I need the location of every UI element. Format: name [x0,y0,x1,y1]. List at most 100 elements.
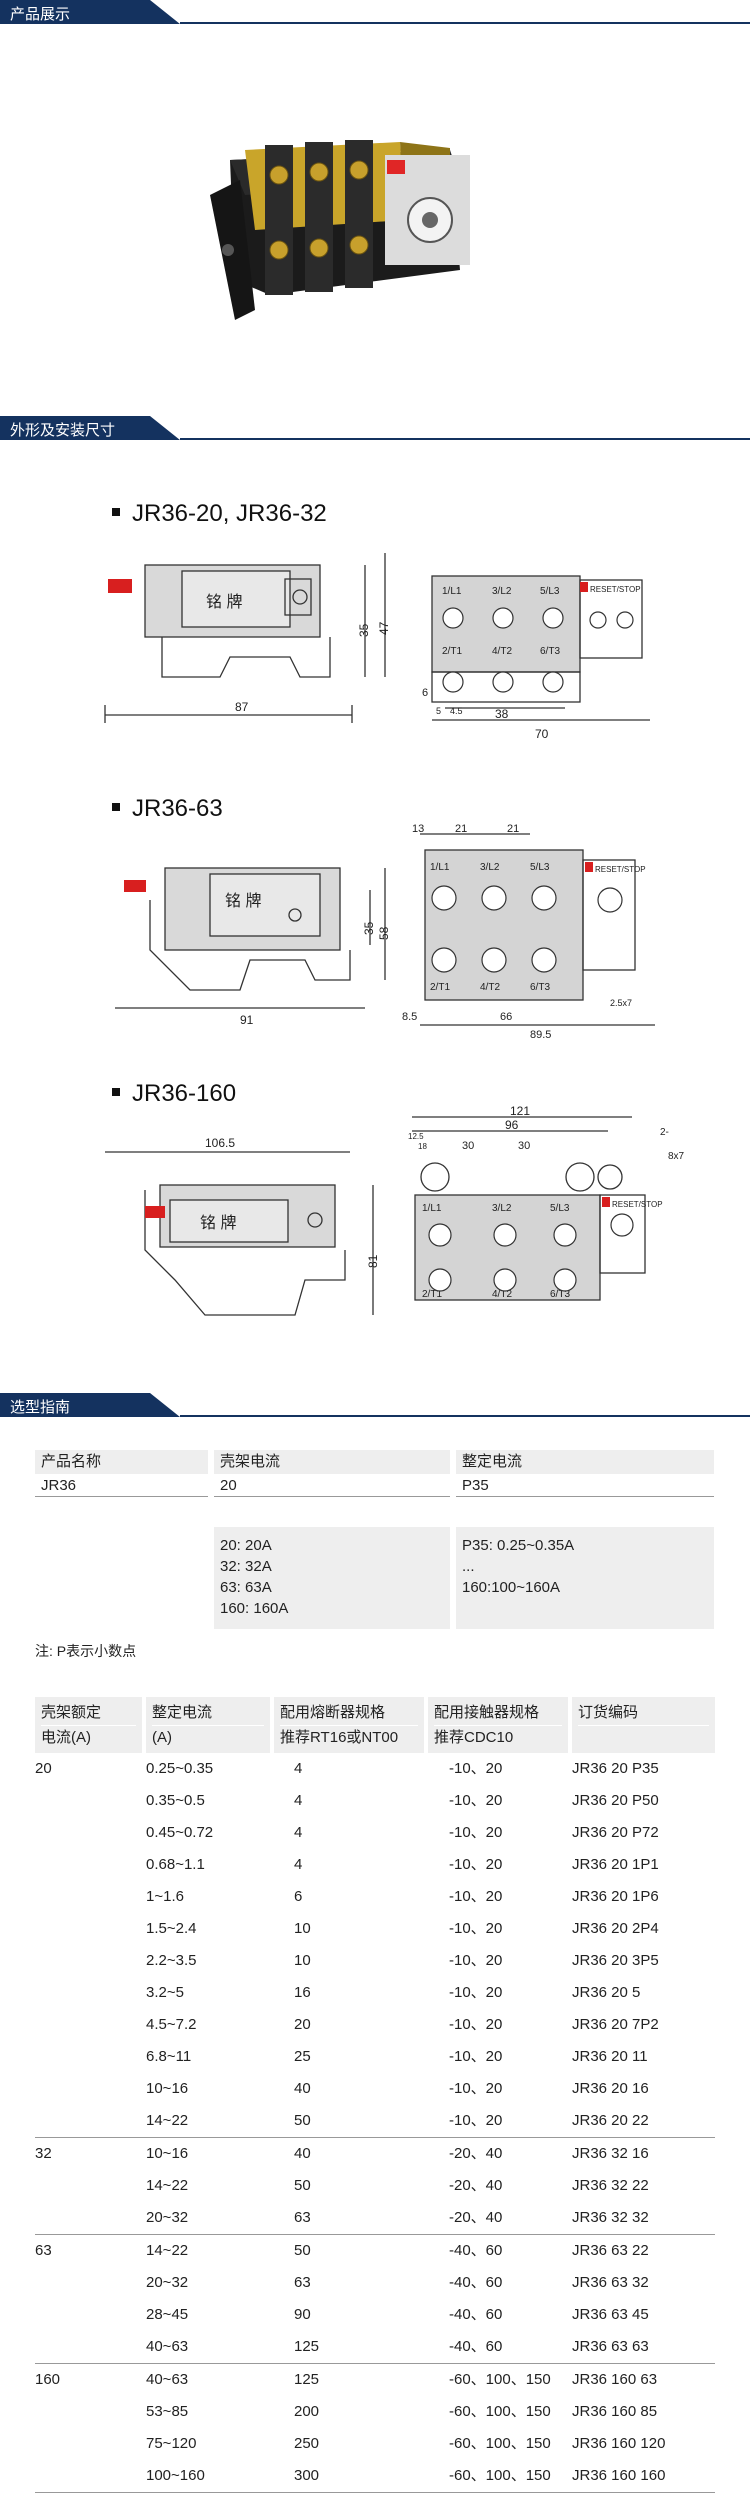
cell-fuse: 125 [294,2338,320,2355]
cell-order-code: JR36 160 120 [572,2435,666,2452]
dim-81: 81 [366,1254,380,1268]
dim-87: 87 [235,700,249,714]
cell-frame: 32 [35,2145,52,2162]
setting-options-box: P35: 0.25~0.35A ... 160:100~160A [456,1527,714,1629]
terminal-label: 3/L2 [492,586,512,597]
cell-fuse: 63 [294,2274,311,2291]
cell-fuse: 40 [294,2080,311,2097]
terminal-label: 2/T1 [430,982,450,993]
cell-setting-current: 1.5~2.4 [146,1920,197,1937]
cell-setting-current: 3.2~5 [146,1984,184,2001]
cell-contactor: -10、20 [449,1952,503,1969]
cell-contactor: -40、60 [449,2274,503,2291]
cell-order-code: JR36 160 85 [572,2403,658,2420]
cell-fuse: 50 [294,2242,311,2259]
cell-fuse: 25 [294,2048,311,2065]
cell-frame: 20 [35,1760,52,1777]
model-title-text: JR36-63 [132,795,223,822]
section-header-selection: 选型指南 [0,1393,750,1417]
group-separator [35,2137,715,2138]
model-title-jr36-20-32: JR36-20, JR36-32 [112,500,327,528]
model-title-jr36-63: JR36-63 [112,795,223,823]
cell-setting-current: 0.35~0.5 [146,1792,205,1809]
terminal-label: 2/T1 [442,646,462,657]
cell-setting-current: 0.45~0.72 [146,1824,214,1841]
cell-contactor: -10、20 [449,1824,503,1841]
col-header-line: 配用接触器规格 [434,1704,540,1721]
sel-header-setting: 整定电流 [456,1450,714,1474]
dim-47: 47 [377,621,391,635]
cell-fuse: 250 [294,2435,320,2452]
dim-66: 66 [500,1011,512,1023]
col-header-contactor: 配用接触器规格推荐CDC10 [428,1697,568,1753]
cell-setting-current: 14~22 [146,2242,189,2259]
cell-fuse: 6 [294,1888,303,1905]
dim-21: 21 [455,823,467,835]
terminal-label: 2/T1 [422,1289,442,1300]
cell-contactor: -10、20 [449,2080,503,2097]
dim-89-5: 89.5 [530,1029,551,1040]
cell-order-code: JR36 32 22 [572,2177,649,2194]
cell-fuse: 4 [294,1824,303,1841]
cell-setting-current: 2.2~3.5 [146,1952,197,1969]
dim-35: 35 [362,921,376,935]
col-header-line: 订货编码 [578,1704,639,1721]
nameplate-label: 铭 牌 [206,593,242,611]
product-photo [210,140,470,320]
terminal-label: 5/L3 [540,586,560,597]
cell-contactor: -10、20 [449,1984,503,2001]
cell-order-code: JR36 20 3P5 [572,1952,659,1969]
model-title-text: JR36-160 [132,1080,237,1107]
sel-value-setting: P35 [456,1475,714,1497]
dim-4-5: 4.5 [450,706,463,716]
cell-order-code: JR36 20 2P4 [572,1920,659,1937]
cell-contactor: -20、40 [449,2145,503,2162]
cell-setting-current: 10~16 [146,2145,189,2162]
cell-contactor: -60、100、150 [449,2435,551,2452]
col-header-line: 整定电流 [152,1704,213,1721]
cell-setting-current: 75~120 [146,2435,197,2452]
cell-order-code: JR36 20 16 [572,2080,649,2097]
dim-96: 96 [505,1118,519,1132]
cell-fuse: 20 [294,2016,311,2033]
terminal-label: 6/T3 [540,646,560,657]
col-header-line: 推荐RT16或NT00 [280,1725,418,1750]
order-table: 壳架额定电流(A) 整定电流(A) 配用熔断器规格推荐RT16或NT00 配用接… [35,1697,715,2493]
dim-121: 121 [510,1105,530,1118]
cell-order-code: JR36 20 P35 [572,1760,659,1777]
cell-contactor: -60、100、150 [449,2371,551,2388]
cell-order-code: JR36 20 1P6 [572,1888,659,1905]
cell-order-code: JR36 20 7P2 [572,2016,659,2033]
dimension-drawing-side-2: 铭 牌 91 35 58 [115,867,391,1027]
cell-order-code: JR36 20 11 [572,2048,648,2065]
cell-order-code: JR36 20 1P1 [572,1856,659,1873]
cell-order-code: JR36 20 P72 [572,1824,659,1841]
cell-setting-current: 14~22 [146,2177,189,2194]
dim-13: 13 [412,823,424,835]
cell-order-code: JR36 160 63 [572,2371,658,2388]
frame-option: 32: 32A [220,1558,272,1575]
col-header-line: (A) [152,1725,264,1750]
cell-setting-current: 40~63 [146,2338,189,2355]
dim-30: 30 [462,1140,474,1152]
cell-setting-current: 100~160 [146,2467,205,2484]
group-separator [35,2492,715,2493]
terminal-label: 1/L1 [430,862,450,873]
reset-label: RESET/STOP [612,1200,663,1209]
cell-setting-current: 14~22 [146,2112,189,2129]
cell-setting-current: 20~32 [146,2274,189,2291]
section-header-display: 产品展示 [0,0,750,24]
dim-5: 5 [436,706,441,716]
